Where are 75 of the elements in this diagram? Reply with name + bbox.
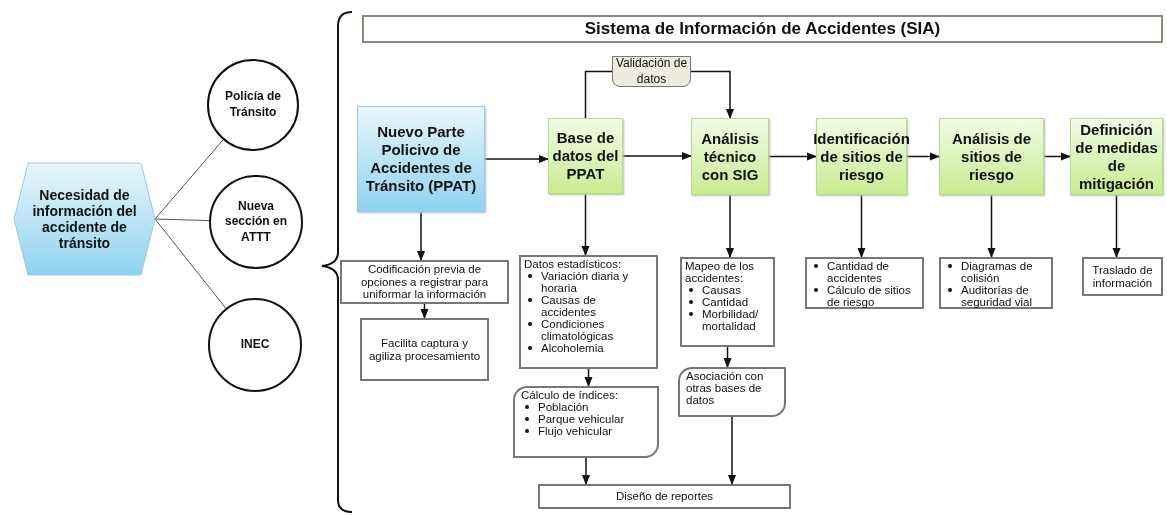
list-item: Cálculo de sitios de riesgo	[827, 284, 911, 309]
node-label: Nueva sección en ATTT	[224, 198, 288, 246]
list-item: Causas	[702, 284, 741, 297]
arrow	[987, 194, 996, 259]
title-box	[362, 15, 1163, 43]
hexagon	[14, 163, 155, 275]
list-item: Población	[538, 401, 589, 414]
text-box	[360, 318, 489, 381]
node-label: Identificación de sitios de riesgo	[813, 129, 910, 184]
text-box	[340, 260, 509, 304]
process-box	[939, 118, 1044, 195]
list-item: Alcoholemia	[541, 342, 604, 355]
arrow	[906, 152, 941, 161]
arrow	[622, 151, 693, 161]
list-box	[805, 257, 924, 309]
arrow	[416, 211, 426, 262]
node-label: INEC	[240, 337, 270, 353]
text-box	[678, 367, 786, 417]
list-box	[513, 386, 659, 458]
circle	[208, 298, 302, 392]
text-box	[538, 484, 791, 509]
list-item: Variación diaria y horaria	[541, 270, 629, 295]
list-box	[939, 257, 1053, 309]
node-label: Nuevo Parte Policivo de Accidentes de Tránsito (PPAT)	[364, 123, 478, 195]
arrow	[723, 346, 732, 369]
connector-line	[154, 218, 210, 222]
arrow	[1043, 152, 1072, 161]
list-heading: Mapeo de los accidentes:	[685, 260, 756, 285]
node-label: Definición de medidas de mitigación	[1074, 120, 1159, 193]
process-box	[548, 118, 623, 194]
connector-line	[154, 218, 227, 309]
list-heading: Datos estadísticos:	[524, 258, 623, 271]
node-label: Necesidad de información del accidente de tránsito	[32, 186, 137, 252]
arrow	[584, 368, 593, 388]
node-label: Policía de Tránsito	[224, 89, 282, 121]
node-label: Traslado de información	[1091, 263, 1154, 290]
connector-line	[584, 70, 613, 119]
arrow	[420, 303, 429, 320]
arrow	[581, 457, 591, 486]
node-label: Diseño de reportes	[615, 490, 714, 503]
list-item: Cantidad	[702, 296, 749, 309]
process-box	[816, 118, 907, 195]
arrow	[1112, 194, 1121, 259]
list-item: Parque vehicular	[538, 413, 625, 426]
list-item: Cantidad de accidentes	[827, 260, 890, 285]
node-label: Facilita captura y agiliza procesamiento	[367, 336, 482, 363]
arrow	[484, 154, 550, 164]
arrow	[690, 70, 735, 120]
list-box	[680, 257, 775, 347]
node-label: Base de datos del PPAT	[552, 129, 619, 183]
list-box	[519, 255, 658, 369]
list-item: Causas de accidentes	[541, 294, 596, 319]
arrow	[581, 193, 590, 257]
process-box	[691, 118, 769, 195]
arrow	[727, 416, 737, 486]
text-box	[1082, 257, 1163, 296]
list-item: Flujo vehicular	[538, 425, 613, 438]
node-label: Codificación previa de opciones a registrar para uniformar la información	[359, 262, 490, 302]
node-label: Asociación con otras bases de datos	[686, 370, 765, 407]
arrow	[857, 194, 866, 259]
arrow	[768, 152, 818, 161]
node-label: Análisis de sitios de riesgo	[950, 129, 1033, 184]
arrow	[725, 194, 735, 259]
list-heading: Cálculo de índices:	[521, 389, 620, 402]
node-label: Validación de datos	[614, 55, 689, 88]
process-box	[357, 106, 485, 212]
node-label: Sistema de Información de Accidentes (SIA)	[584, 19, 941, 39]
node-label: Análisis técnico con SIG	[700, 129, 760, 184]
list-item: Condiciones climatológicas	[541, 318, 614, 343]
circle	[207, 59, 299, 151]
list-item: Morbilidad/ mortalidad	[702, 308, 759, 333]
connector-line	[154, 139, 224, 220]
list-item: Diagramas de colisión	[961, 260, 1033, 285]
list-item: Auditorías de seguridad vial	[961, 284, 1032, 309]
circle	[209, 175, 303, 269]
